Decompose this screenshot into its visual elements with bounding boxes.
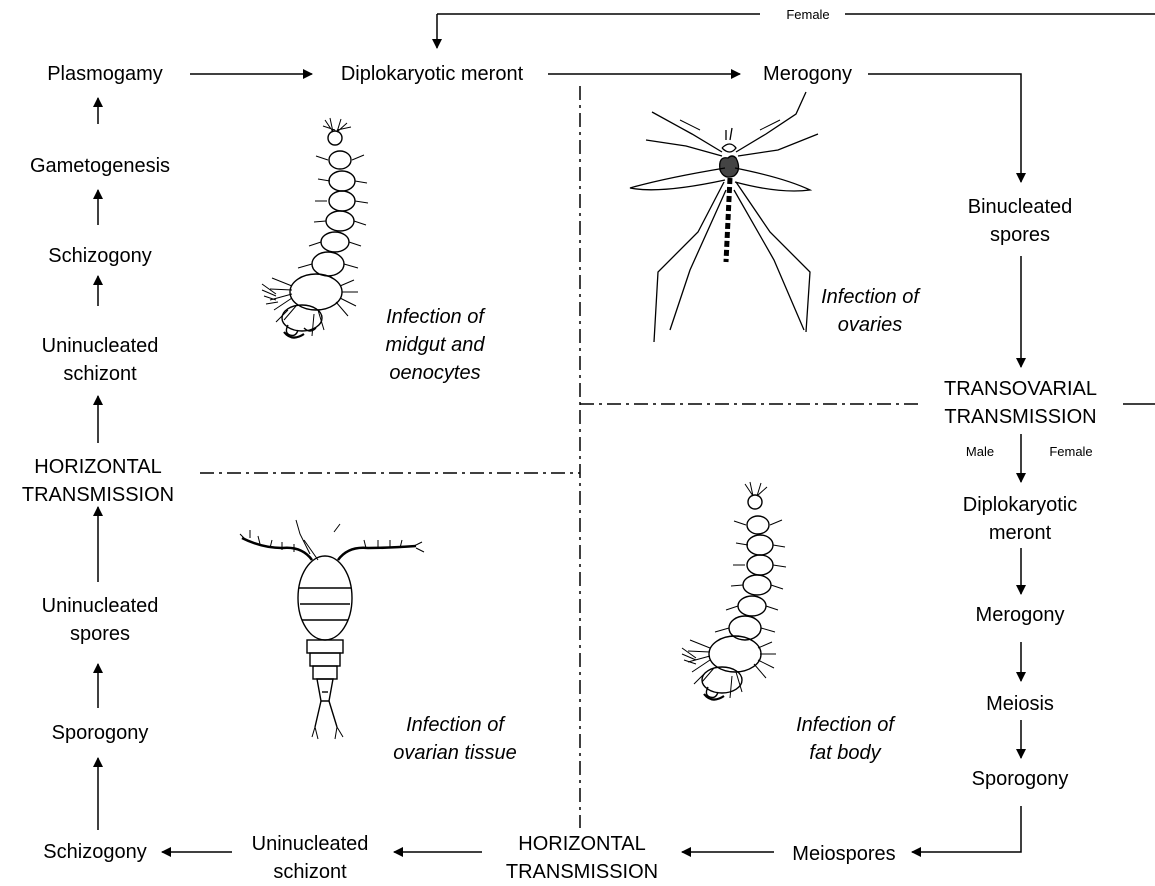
caption-ovarian-tissue: Infection of ovarian tissue	[365, 711, 545, 767]
larva-bottom-illustration	[682, 482, 786, 700]
merogony-right-label: Merogony	[950, 601, 1090, 629]
merogony-top-label: Merogony	[750, 60, 865, 88]
gametogenesis-label: Gametogenesis	[20, 152, 180, 180]
plasmogamy-label: Plasmogamy	[30, 60, 180, 88]
schizogony-bottom-label: Schizogony	[30, 838, 160, 866]
female-label-top: Female	[772, 7, 844, 23]
uninucleated-spores-label: Uninucleated spores	[20, 592, 180, 648]
sporogony-right-label: Sporogony	[950, 765, 1090, 793]
diplokaryotic-meront-right-label: Diplokaryotic meront	[940, 491, 1100, 547]
right-column-arrows	[912, 256, 1021, 852]
uninucleated-schizont-bottom-label: Uninucleated schizont	[230, 830, 390, 886]
sporogony-left-label: Sporogony	[30, 719, 170, 747]
copepod-illustration	[240, 520, 424, 739]
diplokaryotic-meront-top-label: Diplokaryotic meront	[322, 60, 542, 88]
caption-midgut: Infection of midgut and oenocytes	[345, 303, 525, 387]
caption-ovaries: Infection of ovaries	[800, 283, 940, 339]
male-label: Male	[955, 444, 1005, 460]
horizontal-transmission-left-label: HORIZONTAL TRANSMISSION	[0, 453, 196, 509]
transovarial-transmission-label: TRANSOVARIAL TRANSMISSION	[918, 375, 1123, 431]
female-label-right: Female	[1038, 444, 1104, 460]
horizontal-transmission-bottom-label: HORIZONTAL TRANSMISSION	[484, 830, 680, 886]
top-row-arrows	[190, 74, 1021, 182]
uninucleated-schizont-left-label: Uninucleated schizont	[20, 332, 180, 388]
meiospores-label: Meiospores	[776, 840, 912, 868]
meiosis-label: Meiosis	[960, 690, 1080, 718]
caption-fat-body: Infection of fat body	[770, 711, 920, 767]
binucleated-spores-label: Binucleated spores	[940, 193, 1100, 249]
mosquito-illustration	[630, 92, 818, 342]
schizogony-label: Schizogony	[30, 242, 170, 270]
